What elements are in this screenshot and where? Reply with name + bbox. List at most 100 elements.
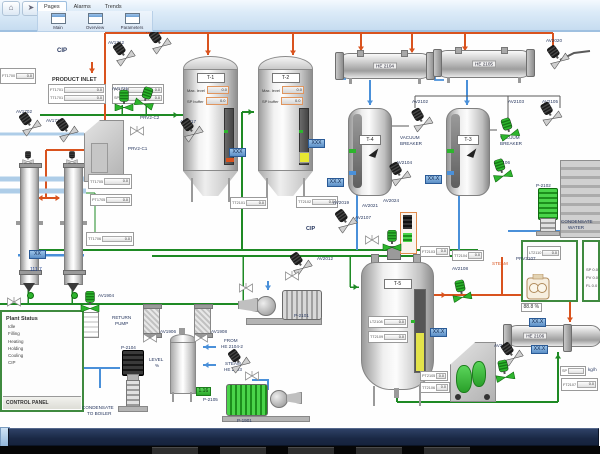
flow-arrow [441,292,446,298]
he-label: HE 2105 [472,60,496,68]
taskbar-button[interactable] [424,447,470,454]
status-line: Holding [8,345,24,351]
valve-open[interactable] [113,89,135,112]
instrument-tag: LT2108 [370,320,383,324]
manual-valve-sketch [3,292,25,313]
tab-trends[interactable]: Trends [104,4,122,10]
instrument-dark-widget [403,215,412,229]
diagram-label: BREAKER [500,141,522,146]
ribbon-tabs: Pages Alarms Trends [37,1,129,11]
valve-closed[interactable] [50,114,80,144]
column-outlet-indicator [71,292,78,299]
right-edge-machine [560,160,600,238]
taskbar-button[interactable] [220,447,266,454]
flow-arrow [290,50,296,55]
vessel-top-fitting [179,328,185,334]
flow-arrow [248,109,253,115]
diagram-label: PUMP [115,321,129,326]
manual-valve-sketch [281,266,303,287]
valve-closed[interactable] [541,41,571,71]
control-panel-footer[interactable]: CONTROL PANEL [3,396,81,409]
flow-arrow [89,68,95,73]
valve-closed[interactable] [495,338,525,368]
utility-line: SP 0.0 [586,267,598,272]
valve-closed[interactable] [222,345,252,375]
tank-t3[interactable]: T-3 [446,108,490,196]
instrument-tag: SP [562,369,568,373]
pump-p2101[interactable] [226,284,322,326]
parameters-page-button[interactable]: Parameters [117,12,147,30]
instrument-box: SP [560,366,586,376]
diagram-label: VACUUM [400,135,420,140]
valve-closed[interactable] [65,151,78,165]
status-line: Filling [8,331,20,337]
valve-closed[interactable] [175,114,205,144]
heat-exchanger-he2104[interactable]: HE 2104 [335,50,435,84]
diagram-label: AV2103 [508,99,525,104]
pump-p2104[interactable] [118,350,148,412]
valve-open[interactable] [491,358,517,384]
taskbar-button[interactable] [288,447,334,454]
valve-closed[interactable] [21,151,34,165]
diagram-label: AV2102 [412,99,429,104]
ribbon-toolbar: ⌂ ➤ Pages Alarms Trends Main Overview Pa… [0,0,600,32]
valve-closed[interactable] [329,205,359,235]
valve-open[interactable] [132,84,159,111]
diagram-label: RETURN [112,315,132,320]
flow-arrow [353,284,358,290]
level-mark-low [447,171,454,175]
instrument-value [568,367,584,375]
instrument-tag: PT2105 [422,374,436,378]
taskbar-button[interactable] [356,447,402,454]
level-mark [349,149,356,153]
buffer-vessel[interactable] [166,328,198,404]
instrument-tag: TT2109 [370,335,384,339]
valve-closed[interactable] [383,158,413,187]
heat-exchanger-he2106[interactable]: HE 2106 [503,324,600,352]
instrument-value: 0.0 [64,86,104,94]
valve-closed[interactable] [13,108,43,138]
valve-closed[interactable] [107,38,137,68]
flow-arrow [173,112,178,118]
diagram-label: AV2104 [396,160,413,165]
inline-filter-1 [143,304,162,338]
valve-open[interactable] [448,278,474,304]
alarm-banner[interactable] [8,428,599,446]
instrument-tag: TT1705 [90,179,104,184]
instrument-value: 0.0 [468,252,482,259]
pump-p1901-running[interactable] [220,378,310,422]
valve-open[interactable] [487,156,514,183]
valve-open[interactable] [381,229,403,252]
valve-closed[interactable] [534,98,564,127]
diagram-label: AV1904 [98,293,115,298]
tank-row-label: SP buffer [187,98,204,104]
overview-page-button[interactable]: Overview [80,12,110,30]
tank-row-value: 0.0 [207,86,230,94]
instrument-green-widget [403,233,412,242]
valve-closed[interactable] [143,26,173,56]
main-page-button[interactable]: Main [43,12,73,30]
home-icon[interactable]: ⌂ [2,1,20,16]
quick-access-icons: ⌂ ➤ [2,1,40,16]
pump-p2102-running[interactable] [536,188,560,236]
valve-open[interactable] [79,290,101,313]
diagram-label: kg/h [588,367,597,372]
valve-closed[interactable] [405,104,435,133]
process-column-2[interactable] [60,163,87,299]
tab-alarms[interactable]: Alarms [73,4,91,10]
valve-open[interactable] [494,115,521,142]
tank-row-label: Max. level [262,87,281,93]
taskbar-button[interactable] [152,447,198,454]
level-mark [411,320,415,323]
heat-exchanger-he2105[interactable]: HE 2105 [433,47,535,83]
tab-pages[interactable]: Pages [37,1,67,11]
tank-t4[interactable]: T-4 [348,108,392,196]
he-label: HE 2104 [373,62,397,70]
